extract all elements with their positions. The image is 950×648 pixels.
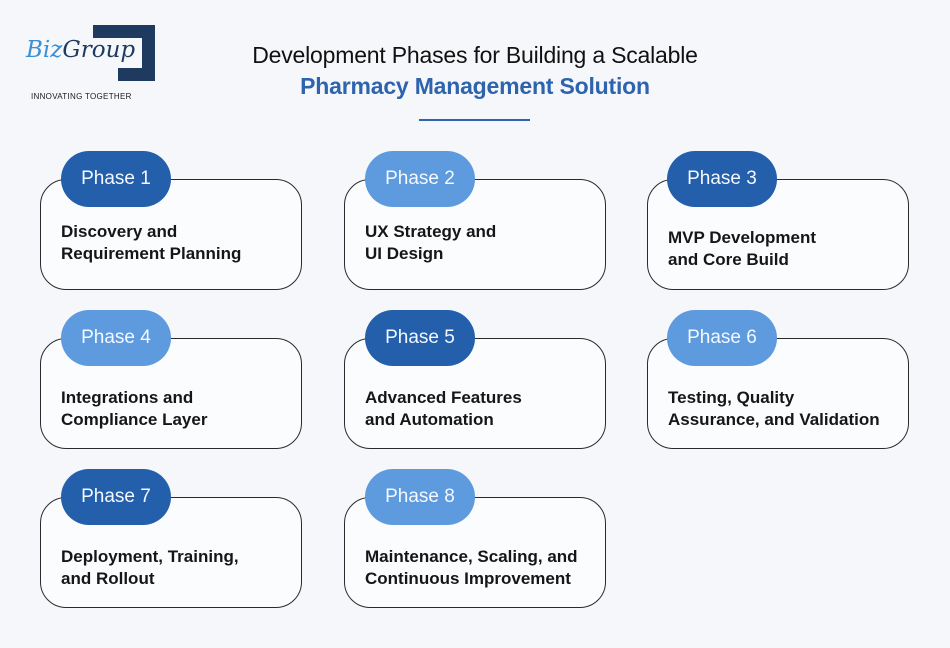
phase-3-line-1: MVP Development <box>668 228 817 247</box>
logo-tagline: INNOVATING TOGETHER <box>31 92 132 101</box>
phase-card-7: Deployment, Training, and Rollout <box>40 497 302 608</box>
bizgroup-logo: BizGroup INNOVATING TOGETHER <box>22 23 162 101</box>
phase-6-line-2: Assurance, and Validation <box>668 410 880 429</box>
phase-4-line-1: Integrations and <box>61 388 194 407</box>
phase-2-line-1: UX Strategy and <box>365 222 497 241</box>
phase-2-line-2: UI Design <box>365 244 444 263</box>
phase-1-line-1: Discovery and <box>61 222 178 241</box>
title-underline <box>419 119 530 121</box>
logo-wordmark: BizGroup <box>26 37 135 63</box>
phase-5-badge: Phase 5 <box>365 310 475 366</box>
phase-8-badge: Phase 8 <box>365 469 475 525</box>
logo-biz: Biz <box>26 37 63 63</box>
phase-4-badge: Phase 4 <box>61 310 171 366</box>
phase-8-line-1: Maintenance, Scaling, and <box>365 547 578 566</box>
logo-frame-icon <box>93 25 155 81</box>
phase-7-badge: Phase 7 <box>61 469 171 525</box>
title-line-2: Pharmacy Management Solution <box>300 73 650 99</box>
phase-1-badge: Phase 1 <box>61 151 171 207</box>
title-line-1: Development Phases for Building a Scalab… <box>252 42 698 68</box>
phase-3-line-2: and Core Build <box>668 250 789 269</box>
phase-4-line-2: Compliance Layer <box>61 410 208 429</box>
phase-7-line-1: Deployment, Training, <box>61 547 239 566</box>
logo-group: Group <box>62 37 136 63</box>
phase-5-line-2: and Automation <box>365 410 494 429</box>
phase-6-line-1: Testing, Quality <box>668 388 795 407</box>
phase-8-line-2: Continuous Improvement <box>365 569 571 588</box>
phase-7-line-2: and Rollout <box>61 569 155 588</box>
phase-card-2: UX Strategy and UI Design <box>344 179 606 290</box>
phase-1-line-2: Requirement Planning <box>61 244 242 263</box>
phase-3-badge: Phase 3 <box>667 151 777 207</box>
phase-2-badge: Phase 2 <box>365 151 475 207</box>
phase-5-line-1: Advanced Features <box>365 388 522 407</box>
phase-6-badge: Phase 6 <box>667 310 777 366</box>
